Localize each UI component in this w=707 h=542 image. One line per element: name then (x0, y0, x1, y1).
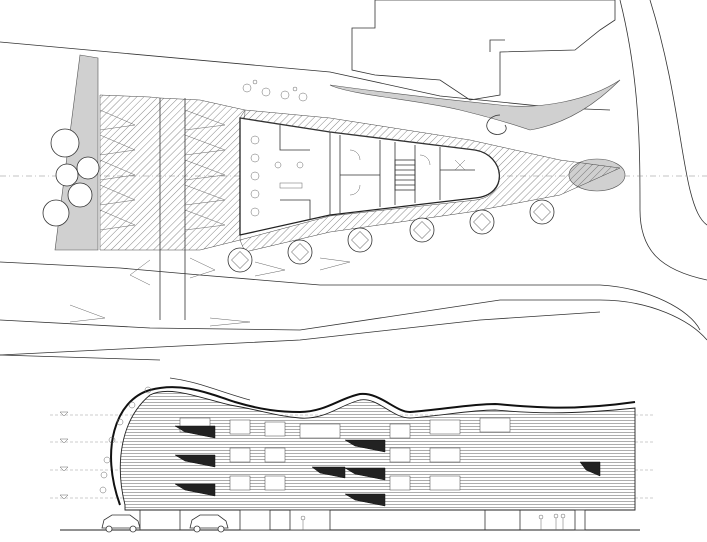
trees-west (42, 128, 100, 227)
road-edge-south (0, 261, 701, 331)
facade-fins (99, 386, 152, 494)
road-curve-east (619, 0, 707, 281)
front-elevation (50, 377, 655, 533)
ground-floor (139, 509, 586, 531)
building-interior (279, 125, 475, 220)
cars (101, 514, 229, 533)
trees-south-row (227, 199, 555, 273)
landscape-area-north (329, 79, 621, 131)
terrace-tables (242, 79, 308, 102)
parking-stalls (69, 109, 351, 327)
south-sidewalk (0, 354, 161, 361)
dining-tables (250, 135, 304, 217)
roof-wave (110, 386, 636, 506)
neighbour-building (351, 0, 616, 101)
balconies (174, 425, 601, 507)
site-plan (0, 0, 707, 361)
window-grid (179, 417, 511, 491)
people (300, 513, 566, 530)
